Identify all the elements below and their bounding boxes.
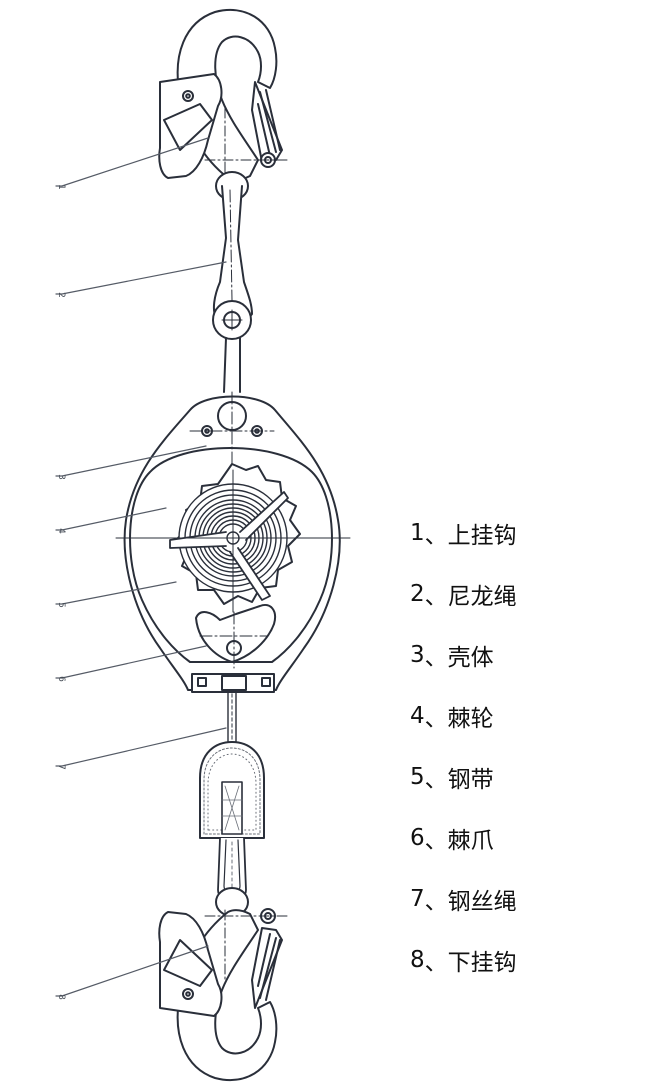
legend-item: 7、钢丝绳 (410, 868, 517, 929)
callout-2: 2 (56, 292, 66, 298)
leader-1 (55, 137, 209, 187)
leader-2 (55, 261, 227, 295)
leader-lines (55, 137, 227, 997)
legend-text: 棘爪 (447, 827, 494, 854)
leader-6 (55, 645, 207, 679)
legend-number: 5 (410, 763, 425, 790)
legend-item: 3、壳体 (410, 624, 517, 685)
legend-text: 壳体 (447, 644, 494, 671)
nylon-rope (212, 185, 253, 393)
steel-band-spool (115, 469, 351, 613)
legend-number: 2 (410, 580, 425, 607)
callout-5: 5 (56, 602, 66, 608)
legend-number: 1 (410, 519, 425, 546)
legend-item: 5、钢带 (410, 746, 517, 807)
legend-separator: 、 (424, 949, 448, 976)
legend-item: 6、棘爪 (410, 807, 517, 868)
legend-text: 棘轮 (447, 705, 494, 732)
callout-7: 7 (56, 764, 66, 770)
legend-text: 下挂钩 (447, 949, 517, 976)
pawl (195, 604, 276, 669)
cable-outlet (191, 673, 275, 693)
legend-separator: 、 (424, 644, 448, 671)
leader-8 (55, 945, 209, 997)
legend-text: 上挂钩 (447, 522, 517, 549)
legend-number: 7 (410, 885, 425, 912)
legend-number: 3 (410, 641, 425, 668)
legend-text: 钢带 (447, 766, 494, 793)
legend-item: 8、下挂钩 (410, 929, 517, 990)
lower-hook (158, 887, 291, 1082)
leader-3 (55, 445, 207, 477)
upper-hook (158, 8, 291, 201)
legend-separator: 、 (424, 766, 448, 793)
legend-separator: 、 (424, 705, 448, 732)
legend-number: 4 (410, 702, 425, 729)
parts-legend: 1、上挂钩 2、尼龙绳 3、壳体 4、棘轮 5、钢带 6、棘爪 7、钢丝绳 8、… (410, 502, 517, 990)
leader-4 (55, 507, 167, 531)
legend-text: 尼龙绳 (447, 583, 517, 610)
legend-separator: 、 (424, 827, 448, 854)
callout-1: 1 (56, 184, 66, 190)
callout-4: 4 (56, 528, 66, 534)
legend-separator: 、 (424, 888, 448, 915)
steel-wire-rope (199, 691, 265, 902)
legend-separator: 、 (424, 522, 448, 549)
legend-number: 6 (410, 824, 425, 851)
callout-6: 6 (56, 676, 66, 682)
legend-item: 2、尼龙绳 (410, 563, 517, 624)
legend-number: 8 (410, 946, 425, 973)
leader-5 (55, 581, 177, 605)
leader-7 (55, 727, 227, 767)
legend-item: 4、棘轮 (410, 685, 517, 746)
callout-8: 8 (56, 994, 66, 1000)
legend-separator: 、 (424, 583, 448, 610)
callout-3: 3 (56, 474, 66, 480)
legend-item: 1、上挂钩 (410, 502, 517, 563)
legend-text: 钢丝绳 (447, 888, 517, 915)
